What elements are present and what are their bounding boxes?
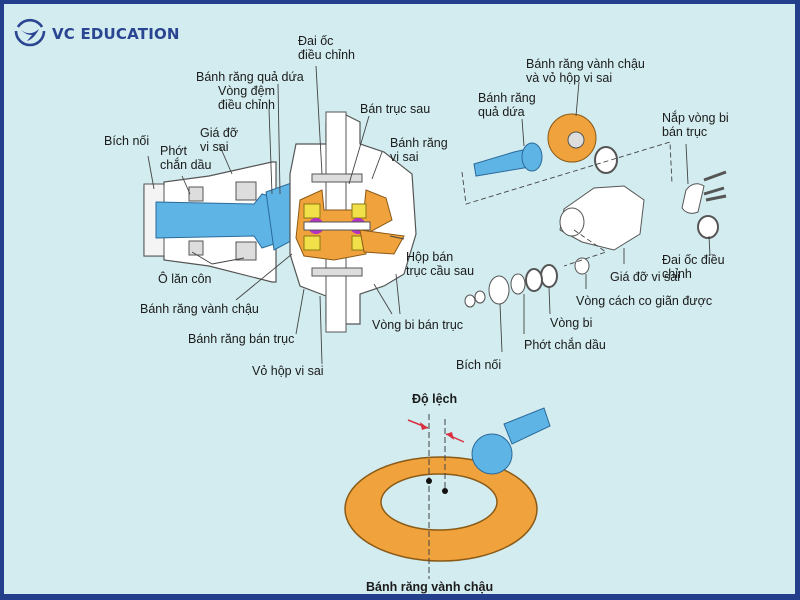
label-ban-truc-sau: Bán trục sau	[360, 102, 431, 116]
offset-view	[344, 407, 551, 579]
label-do-lech: Độ lệch	[412, 392, 458, 406]
label-banh-rang-vanh-chau-offset: Bánh răng vành chậu	[366, 580, 494, 594]
diagram-artwork	[143, 65, 727, 579]
label-vo-hop-vi-sai: Vỏ hộp vi sai	[252, 364, 324, 378]
exploded-dash-lines	[461, 141, 673, 267]
assembled-differential	[143, 111, 417, 333]
label-vong-cach-co-gian: Vòng cách co giãn được	[576, 294, 713, 308]
vc-education-logo-icon	[14, 18, 46, 47]
label-bich-noi-exploded: Bích nối	[456, 358, 502, 372]
label-phot-chan-dau-exploded: Phớt chắn dầu	[524, 338, 606, 352]
label-hop-ban-truc-cau-sau: Hộp bán trục cầu sau	[406, 250, 475, 278]
leader-lines-exploded	[499, 81, 711, 353]
brand-logo: VC EDUCATION	[12, 17, 180, 51]
label-vong-dem-dieu-chinh: Vòng đệm điều chỉnh	[218, 84, 275, 112]
label-nap-vong-bi-ban-truc: Nắp vòng bi bán trục	[662, 111, 729, 139]
label-vong-bi: Vòng bi	[550, 316, 593, 330]
brand-name: VC EDUCATION	[52, 25, 180, 43]
label-phot-chan-dau: Phớt chắn dầu	[160, 144, 212, 172]
label-dai-oc-dieu-chinh-exploded: Đai ốc điều chỉnh	[662, 253, 725, 281]
label-banh-rang-qua-dua-exploded: Bánh răng quả dứa	[478, 91, 536, 119]
exploded-view	[464, 113, 727, 308]
label-o-lan-con: Ô lăn côn	[158, 272, 212, 286]
label-bich-noi: Bích nối	[104, 134, 150, 148]
label-banh-rang-qua-dua: Bánh răng quả dứa	[196, 70, 304, 84]
label-banh-rang-vi-sai: Bánh răng vi sai	[390, 136, 448, 164]
leader-lines-assembled	[147, 65, 405, 365]
label-banh-rang-vanh-chau: Bánh răng vành chậu	[140, 302, 259, 316]
label-vong-bi-ban-truc: Vòng bi bán trục	[372, 318, 464, 332]
label-banh-rang-vanh-chau-va-vo-hop: Bánh răng vành chậu và vỏ hộp vi sai	[526, 57, 645, 85]
label-banh-rang-ban-truc: Bánh răng bán trục	[188, 332, 295, 346]
label-gia-do-vi-sai: Giá đỡ vi sai	[200, 126, 239, 154]
label-dai-oc-dieu-chinh: Đai ốc điều chỉnh	[298, 34, 355, 62]
label-gia-do-vi-sai-exploded: Giá đỡ vi sai	[610, 270, 681, 284]
